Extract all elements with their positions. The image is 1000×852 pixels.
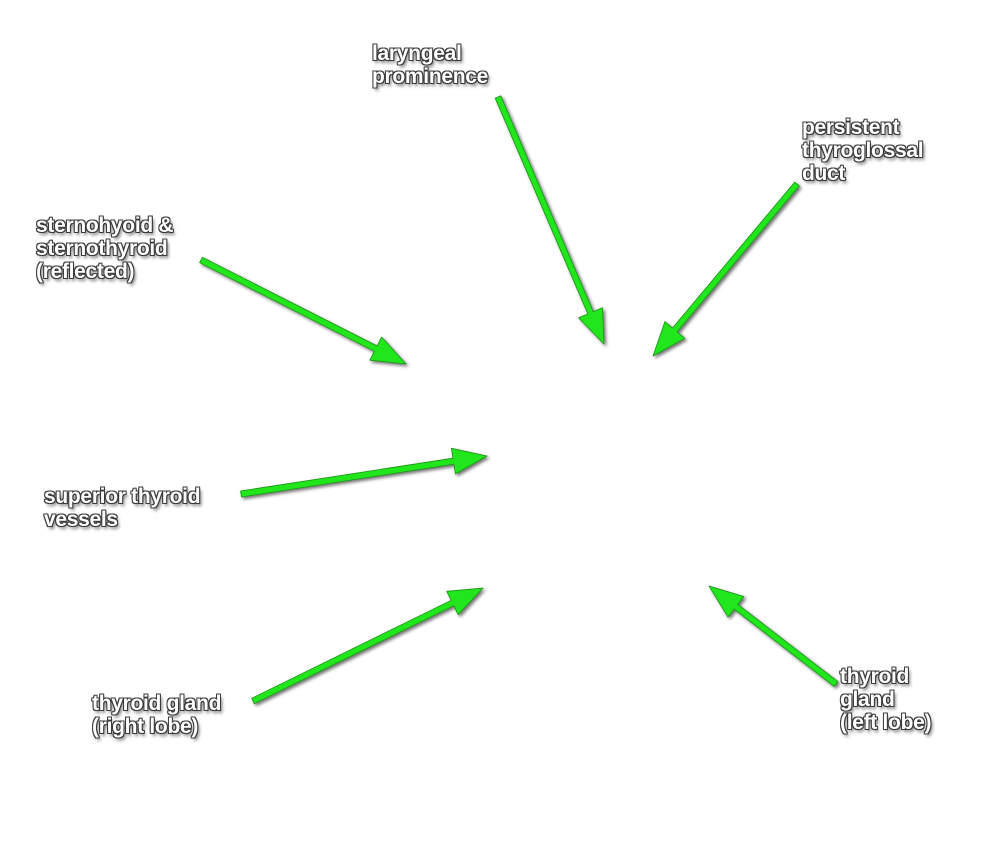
label-line: sternohyoid & xyxy=(36,214,174,237)
label-thyroid-left-lobe: thyroid gland (left lobe) xyxy=(840,665,932,734)
arrow-superior-thyroid-vessels xyxy=(240,447,488,498)
label-line: thyroid xyxy=(840,665,910,688)
arrow-laryngeal-prominence xyxy=(494,95,605,345)
label-line: laryngeal xyxy=(372,42,462,65)
label-laryngeal-prominence: laryngeal prominence xyxy=(372,42,488,88)
label-superior-thyroid-vessels: superior thyroid vessels xyxy=(44,485,201,531)
label-line: vessels xyxy=(44,508,118,531)
label-line: thyroglossal xyxy=(802,139,924,162)
label-line: duct xyxy=(802,162,846,185)
label-line: (left lobe) xyxy=(840,711,932,734)
label-strap-muscles: sternohyoid & sternothyroid (reflected) xyxy=(36,214,174,283)
label-line: persistent xyxy=(802,116,900,139)
label-line: (right lobe) xyxy=(92,715,199,738)
arrow-thyroid-left-lobe xyxy=(708,585,839,687)
label-line: gland xyxy=(840,688,895,711)
label-thyroid-right-lobe: thyroid gland (right lobe) xyxy=(92,692,221,738)
label-line: sternothyroid xyxy=(36,237,168,260)
label-line: prominence xyxy=(372,65,489,88)
label-line: superior thyroid xyxy=(44,485,201,508)
arrow-strap-muscles xyxy=(199,256,407,365)
label-thyroglossal-duct: persistent thyroglossal duct xyxy=(802,116,924,185)
arrow-thyroid-right-lobe xyxy=(251,587,484,705)
label-line: thyroid gland xyxy=(92,692,222,715)
arrow-thyroglossal-duct xyxy=(652,181,800,357)
label-line: (reflected) xyxy=(36,260,135,283)
